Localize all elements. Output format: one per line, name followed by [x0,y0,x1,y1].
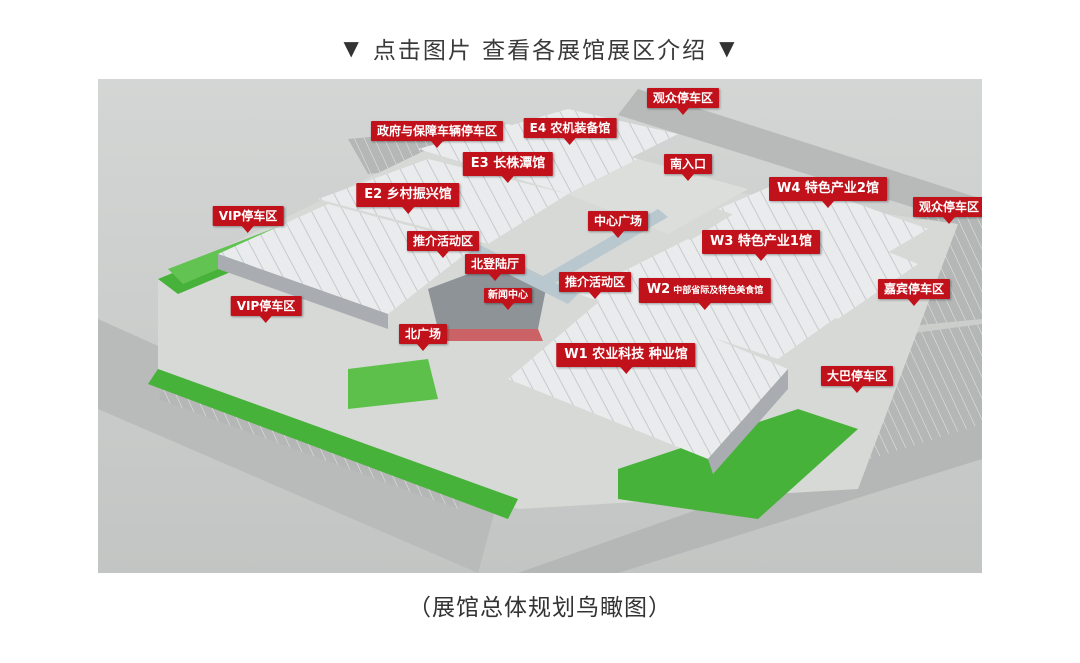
label-hall-e4[interactable]: E4 农机装备馆 [523,118,617,145]
label-gov-parking[interactable]: 政府与保障车辆停车区 [370,121,504,148]
header-text: 点击图片 查看各展馆展区介绍 [372,38,708,64]
label-vip-parking-2[interactable]: VIP停车区 [230,296,302,323]
label-hall-w1[interactable]: W1 农业科技 种业馆 [556,343,696,374]
aerial-map[interactable]: 观众停车区 E4 农机装备馆 政府与保障车辆停车区 E3 长株潭馆 南入口 W4… [98,79,982,573]
label-guest-parking[interactable]: 嘉宾停车区 [877,279,951,306]
label-promo-area-2[interactable]: 推介活动区 [558,272,632,299]
label-central-plaza[interactable]: 中心广场 [587,211,649,238]
label-bus-parking[interactable]: 大巴停车区 [820,366,894,393]
label-audience-parking-right[interactable]: 观众停车区 [912,197,982,224]
label-hall-w3[interactable]: W3 特色产业1馆 [702,230,820,261]
triangle-down-icon: ▼ [343,36,361,60]
label-vip-parking-1[interactable]: VIP停车区 [212,206,284,233]
triangle-down-icon: ▼ [719,36,737,60]
label-hall-e2[interactable]: E2 乡村振兴馆 [356,183,460,214]
label-hall-w4[interactable]: W4 特色产业2馆 [769,177,887,208]
label-audience-parking-top[interactable]: 观众停车区 [646,88,720,115]
header-instruction: ▼ 点击图片 查看各展馆展区介绍 ▼ [0,28,1080,68]
label-north-plaza[interactable]: 北广场 [398,324,448,351]
label-south-entrance[interactable]: 南入口 [663,154,713,181]
label-press-center[interactable]: 新闻中心 [484,288,532,310]
map-caption: （展馆总体规划鸟瞰图） [408,595,672,621]
label-promo-area-1[interactable]: 推介活动区 [406,231,480,258]
label-north-hall[interactable]: 北登陆厅 [464,254,526,281]
label-hall-e3[interactable]: E3 长株潭馆 [462,152,554,183]
